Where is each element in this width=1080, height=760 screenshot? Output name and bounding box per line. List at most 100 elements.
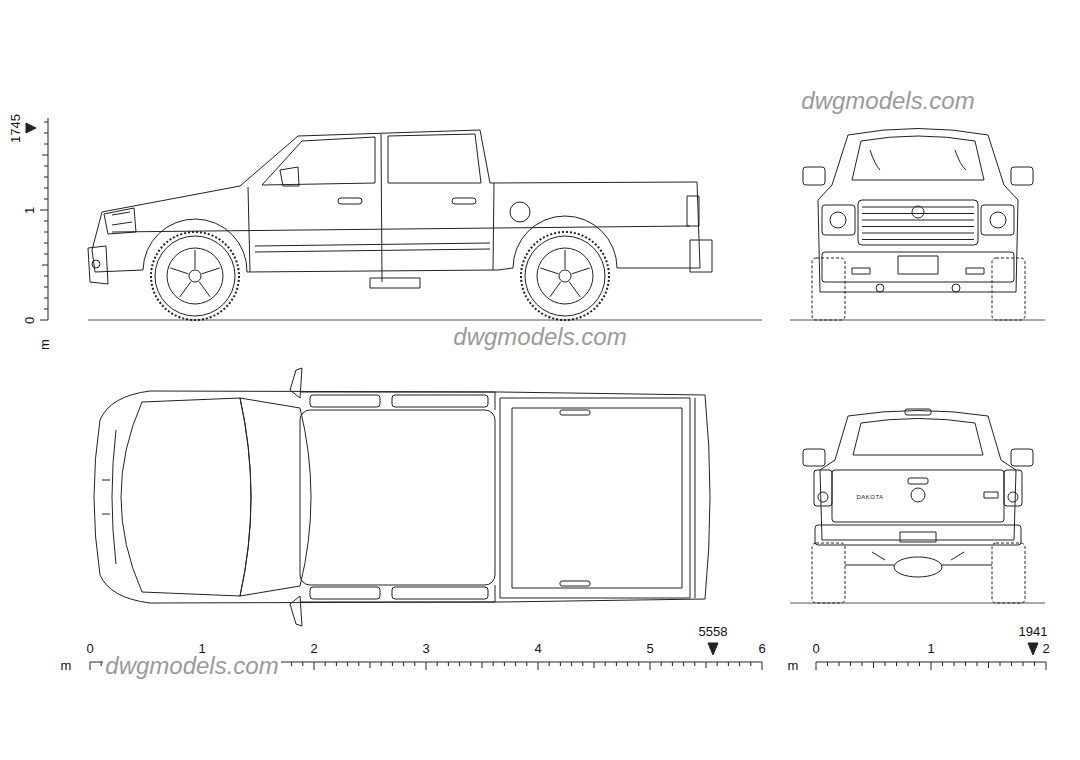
scale-number: 3 [422, 642, 429, 655]
rim [537, 248, 593, 304]
scale-tick [459, 662, 460, 666]
grille-bar [862, 220, 974, 221]
scale-tick [919, 662, 920, 666]
tire [521, 232, 609, 320]
scale-tick [291, 662, 292, 666]
scale-tick [44, 166, 48, 167]
spoke [550, 282, 561, 297]
scale-tick [605, 662, 606, 666]
grille-bar [862, 213, 974, 214]
scale-tick [908, 662, 909, 666]
scale-ticks [816, 662, 1046, 670]
scale-tick [44, 287, 48, 288]
scale-tick [370, 662, 371, 668]
scale-tick [594, 662, 595, 668]
badge-text: DAKOTA [856, 494, 883, 500]
scale-unit: m [788, 659, 799, 672]
scale-tick [44, 309, 48, 310]
scale-tick [762, 662, 763, 670]
scale-tick [302, 662, 303, 666]
scale-tick [448, 662, 449, 666]
scale-tick [101, 662, 102, 666]
scale-tick [717, 662, 718, 666]
hub [189, 270, 201, 282]
scale-number: 5 [646, 642, 653, 655]
scale-tick [347, 662, 348, 666]
scale-tick [873, 662, 874, 668]
scale-tick [616, 662, 617, 666]
scale-tick [1000, 662, 1001, 666]
dimension-value: 1941 [1019, 625, 1048, 638]
scale-tick [650, 662, 651, 670]
scale-tick [672, 662, 673, 666]
scale-tick [358, 662, 359, 666]
scale-tick [862, 662, 863, 666]
scale-tick [1011, 662, 1012, 666]
scale-tick [816, 662, 817, 670]
scale-tick [988, 662, 989, 668]
scale-tick [706, 662, 707, 668]
scale-tick [728, 662, 729, 666]
scale-tick [638, 662, 639, 666]
scale-number: 0 [812, 642, 819, 655]
scale-tick [954, 662, 955, 666]
grille-bar [862, 226, 974, 227]
scale-tick [325, 662, 326, 666]
scale-number: 1 [198, 642, 205, 655]
scale-tick [90, 662, 91, 670]
scale-tick [414, 662, 415, 666]
spoke [202, 268, 220, 274]
scale-tick [426, 662, 427, 670]
scale-tick [1046, 662, 1047, 670]
tire-wall [155, 236, 235, 316]
spoke [195, 250, 196, 269]
grille-bar [862, 233, 974, 234]
scale-number: 1 [927, 642, 934, 655]
scale-tick [526, 662, 527, 666]
scale-tick [582, 662, 583, 666]
scale-tick [850, 662, 851, 666]
grille-bar [862, 207, 974, 208]
scale-tick [44, 188, 48, 189]
top-view [94, 368, 710, 626]
grille-bar [862, 239, 974, 240]
scale-tick [470, 662, 471, 666]
scale-tick [571, 662, 572, 666]
scale-tick [931, 662, 932, 670]
scale-tick [40, 210, 48, 211]
scale-number: 4 [534, 642, 541, 655]
dimension-value: 5558 [699, 625, 728, 638]
scale-tick [504, 662, 505, 666]
scale-tick [885, 662, 886, 666]
watermark: dwgmodels.com [799, 89, 976, 113]
spoke [170, 268, 188, 274]
scale-tick [42, 155, 48, 156]
scale-tick [44, 133, 48, 134]
spoke [565, 250, 566, 269]
scale-number: 0 [86, 642, 93, 655]
scale-tick [42, 265, 48, 266]
scale-tick [437, 662, 438, 666]
scale-number: 0 [23, 316, 36, 323]
scale-tick [403, 662, 404, 666]
scale-tick [694, 662, 695, 666]
scale-tick [1034, 662, 1035, 666]
scale-tick [661, 662, 662, 666]
scale-tick [336, 662, 337, 666]
spoke [572, 268, 590, 274]
scale-tick [392, 662, 393, 666]
scale-tick [44, 298, 48, 299]
scale-number: 6 [758, 642, 765, 655]
scale-tick [44, 144, 48, 145]
scale-ticks [40, 122, 48, 320]
scale-tick [683, 662, 684, 666]
scale-tick [482, 662, 483, 668]
scale-tick [44, 243, 48, 244]
scale-tick [44, 276, 48, 277]
scale-tick [827, 662, 828, 666]
scale-tick [314, 662, 315, 670]
spoke [569, 282, 580, 297]
tire [151, 232, 239, 320]
grille-bars [862, 207, 974, 240]
